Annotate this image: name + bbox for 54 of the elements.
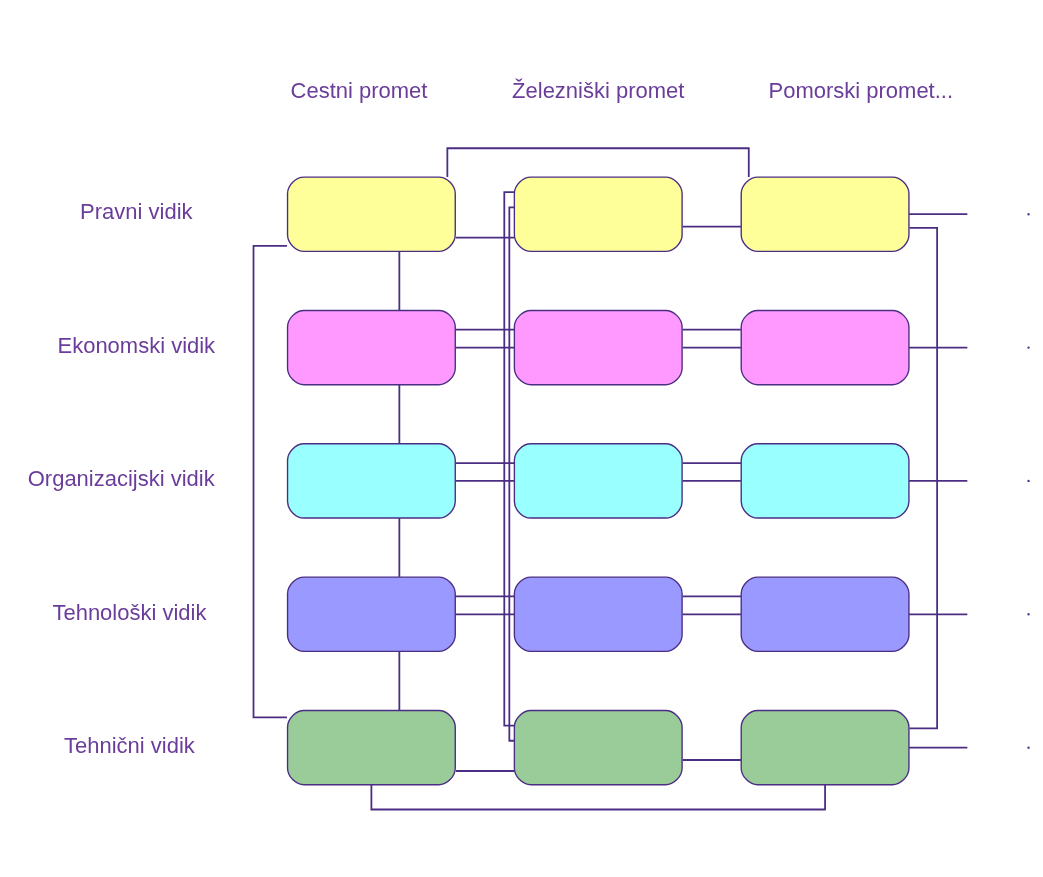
label: Organizacijski vidik [27,465,215,491]
connector [508,205,515,742]
connector [681,328,742,331]
connector [908,212,969,215]
node-pill [286,575,456,652]
connector [398,516,401,578]
connector [252,244,288,718]
connector [454,612,515,615]
node-pill [740,442,910,519]
connector [908,746,969,749]
node-pill [286,709,456,785]
connector [908,346,969,348]
label: Pravni vidik [80,198,193,224]
node-pill [286,442,456,519]
connector [681,479,742,482]
node-pill [286,175,456,252]
connector [681,758,742,761]
connector [398,249,401,311]
node-pill [740,575,910,652]
label: Cestni promet [290,77,428,103]
connector [681,612,742,615]
connector [908,612,969,615]
label: Tehnološki vidik [52,599,207,625]
node-pill [513,575,683,652]
connector [681,595,742,597]
connector [454,328,515,331]
label: Pomorski promet... [768,77,954,103]
node-pill [513,309,683,385]
node-pill [513,175,683,252]
node-pill [740,709,910,785]
node-pill [740,309,910,385]
connector [681,461,742,464]
node-pill [740,175,910,252]
connector [681,225,742,227]
connector [446,146,750,178]
connector [454,769,515,772]
connector [370,783,826,810]
connector [398,383,401,444]
label: Železniški promet [512,77,685,103]
connector [454,479,515,482]
node-pill [513,709,683,785]
connector [454,236,515,238]
connector [454,595,515,597]
node-pill [286,309,456,385]
node-pill [513,442,683,519]
label: Tehnični vidik [64,732,195,758]
connector [908,226,938,729]
connector [454,346,515,348]
label: Ekonomski vidik [57,332,216,358]
connector [398,650,401,711]
connector [454,461,515,464]
connector [908,479,969,482]
connector [681,346,742,348]
connector [503,190,516,727]
